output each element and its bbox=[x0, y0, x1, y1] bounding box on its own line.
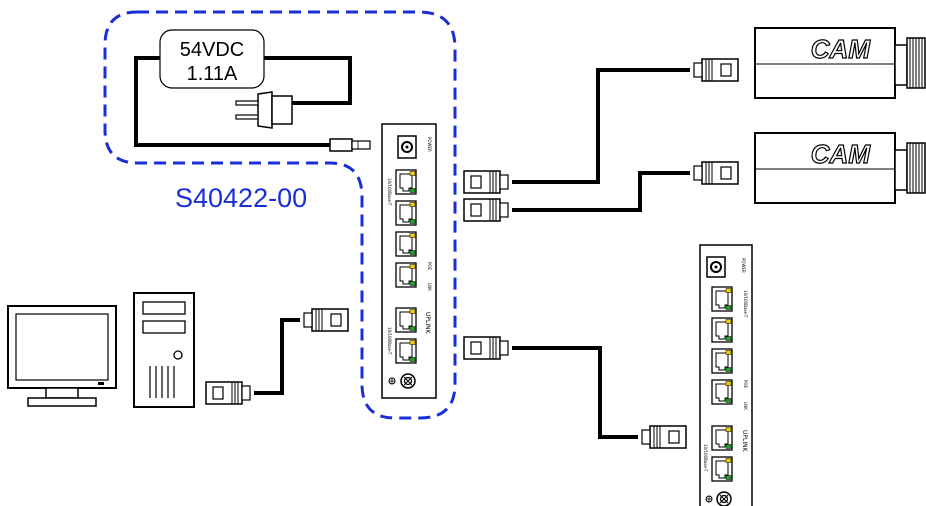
cable-to-camera-1 bbox=[512, 68, 690, 184]
plug-computer-end bbox=[205, 381, 251, 405]
cable-to-camera-2 bbox=[512, 171, 690, 212]
secondary-lnk-label: LNK bbox=[743, 402, 748, 410]
computer-tower-icon bbox=[133, 292, 195, 408]
power-cable-left bbox=[134, 56, 330, 147]
plug-camera-2 bbox=[693, 161, 739, 185]
camera-2-label: CAM bbox=[811, 139, 872, 169]
plug-main-port-2 bbox=[463, 198, 509, 222]
camera-2: CAM bbox=[754, 132, 926, 204]
secondary-uplink-speed-label: 10/100Base-T bbox=[703, 444, 708, 472]
secondary-uplink-port-1 bbox=[711, 425, 733, 451]
secondary-uplink-port-2 bbox=[711, 456, 733, 482]
cable-to-secondary-switch bbox=[512, 346, 638, 439]
main-port-2 bbox=[395, 200, 417, 226]
main-switch: POWER 10/100Base-T POE LNK UPLINK 10/100… bbox=[381, 123, 437, 399]
main-power-label: POWER bbox=[427, 137, 432, 152]
camera-1-label: CAM bbox=[811, 34, 872, 64]
secondary-poe-label: POE bbox=[743, 380, 748, 389]
main-ground-screw-icon bbox=[388, 373, 416, 389]
main-port-4 bbox=[395, 262, 417, 288]
mains-plug-icon bbox=[235, 91, 293, 129]
plug-camera-1 bbox=[693, 58, 739, 82]
secondary-port-4 bbox=[711, 379, 733, 405]
plug-main-port-1 bbox=[463, 170, 509, 194]
secondary-ground-screw-icon bbox=[705, 491, 732, 506]
computer-monitor-icon bbox=[7, 305, 117, 407]
main-port-1 bbox=[395, 169, 417, 195]
camera-1-body bbox=[754, 27, 896, 99]
power-supply: 54VDC 1.11A bbox=[134, 29, 371, 152]
dc-barrel-plug-icon bbox=[329, 138, 371, 152]
plug-computer-switch-end bbox=[303, 308, 349, 332]
secondary-uplink-label: UPLINK bbox=[741, 430, 748, 453]
main-poe-label: POE bbox=[427, 262, 432, 271]
main-uplink-port-2 bbox=[395, 338, 417, 364]
main-uplink-port-1 bbox=[395, 307, 417, 333]
group-outline bbox=[103, 10, 457, 420]
camera-1: CAM bbox=[754, 27, 926, 99]
secondary-speed-label: 10/100Base-T bbox=[743, 290, 748, 318]
main-uplink-label: UPLINK bbox=[424, 312, 431, 335]
main-uplink-speed-label: 10/100Base-T bbox=[387, 327, 392, 355]
camera-2-body bbox=[754, 132, 896, 204]
camera-2-lens-icon bbox=[894, 142, 926, 194]
main-port-3 bbox=[395, 231, 417, 257]
secondary-port-2 bbox=[711, 317, 733, 343]
main-lnk-label: LNK bbox=[427, 283, 432, 291]
plug-secondary-switch bbox=[641, 425, 687, 449]
group-label: S40422-00 bbox=[175, 183, 307, 213]
camera-1-lens-icon bbox=[894, 37, 926, 89]
secondary-port-1 bbox=[711, 286, 733, 312]
plug-main-uplink bbox=[463, 336, 509, 360]
power-cable-right bbox=[264, 56, 352, 105]
secondary-port-3 bbox=[711, 348, 733, 374]
secondary-power-label: POWER bbox=[741, 258, 746, 273]
cable-to-computer bbox=[254, 318, 300, 395]
power-voltage: 54VDC bbox=[180, 39, 244, 61]
power-current: 1.11A bbox=[187, 63, 238, 85]
secondary-switch: POWER 10/100Base-T POE LNK UPLINK 10/100… bbox=[699, 244, 753, 506]
main-speed-label: 10/100Base-T bbox=[387, 178, 392, 206]
